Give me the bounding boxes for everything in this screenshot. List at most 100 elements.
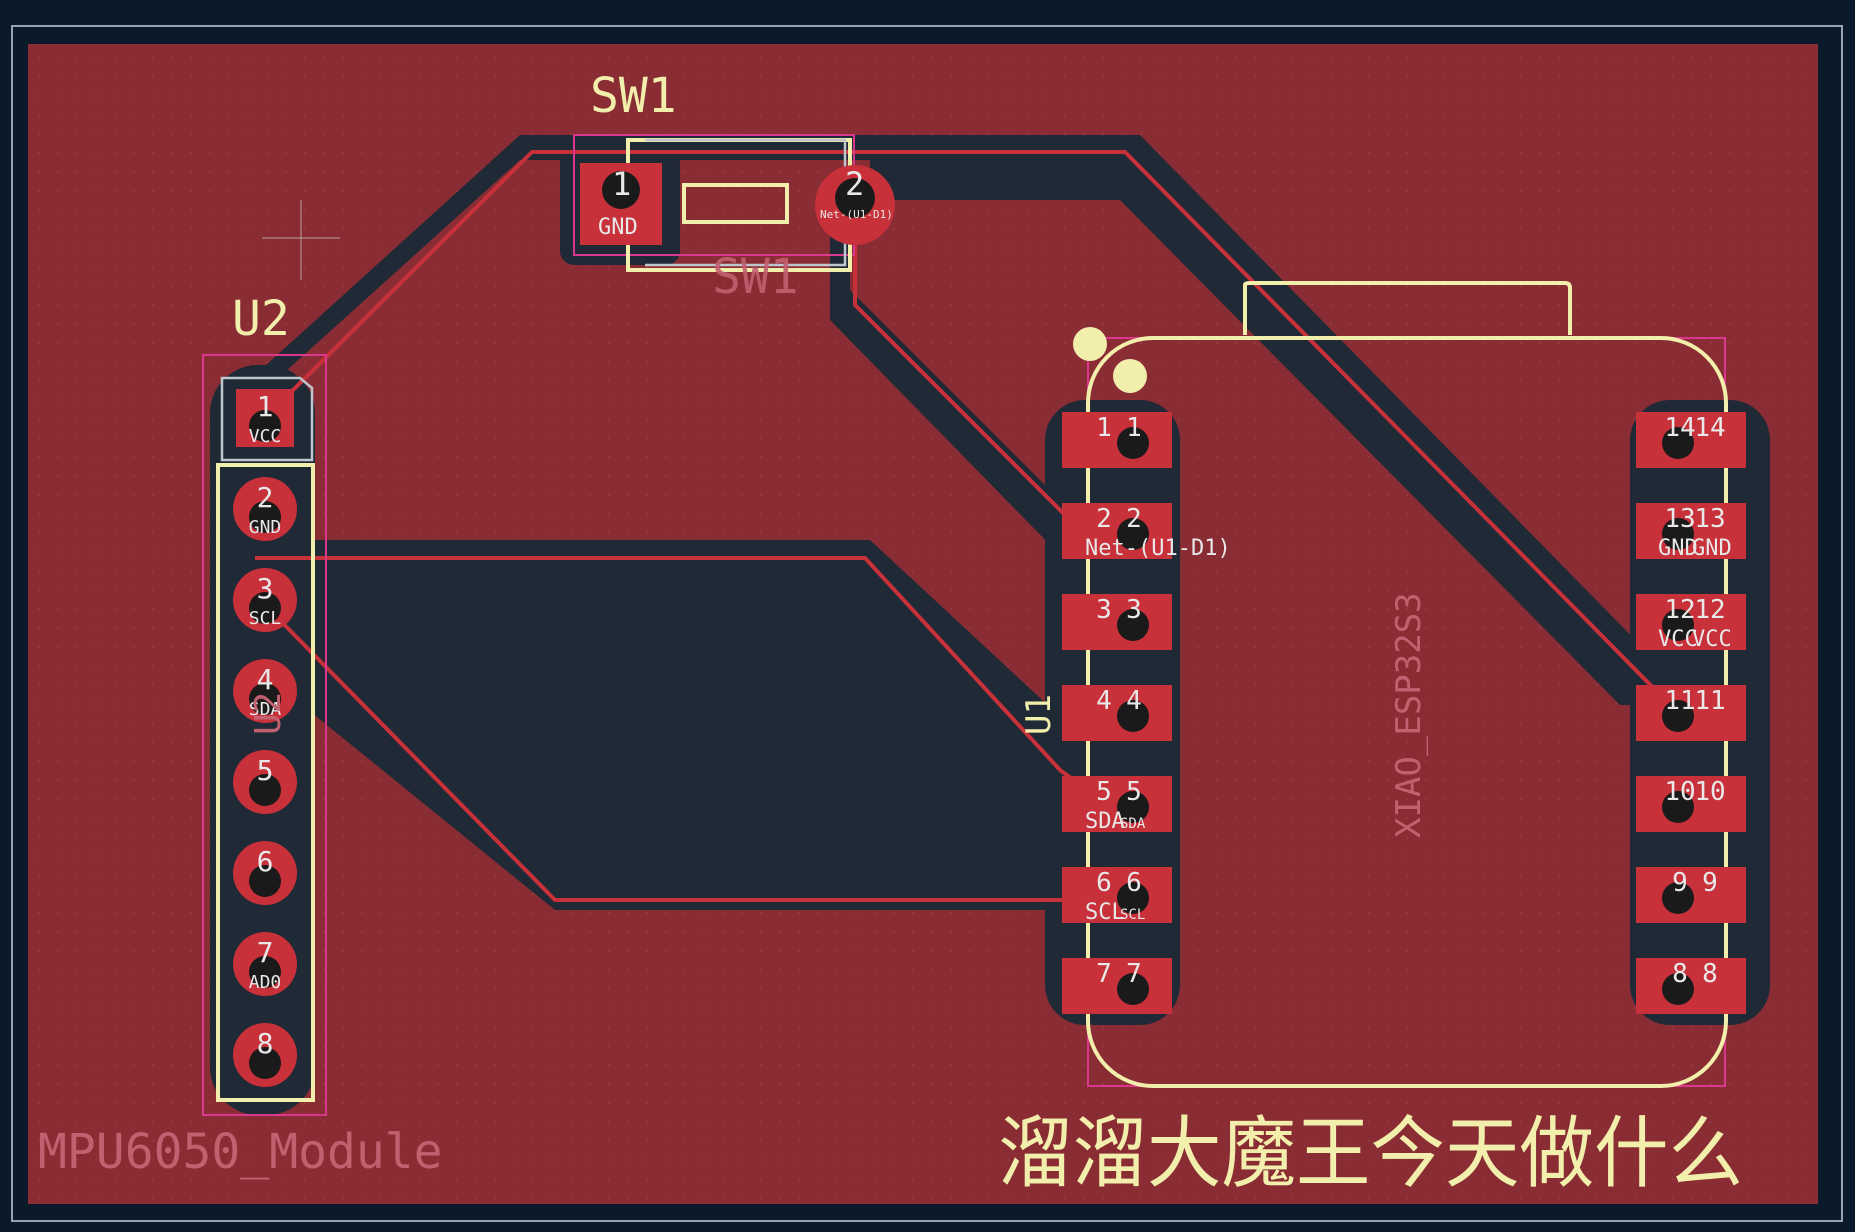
u1-drill [1117, 609, 1149, 641]
u2-pin-net: AD0 [249, 972, 282, 993]
sw1-drill-1 [602, 171, 640, 209]
board-silkscreen-text: 溜溜大魔王今天做什么 [998, 1109, 1743, 1199]
u1-pad-3[interactable] [1062, 594, 1172, 650]
u2-pin-net: SDA [249, 699, 282, 720]
u1-pin-number: 3 [1096, 595, 1112, 625]
u1-pad-2[interactable] [1062, 503, 1172, 559]
u1-drill [1662, 882, 1694, 914]
u1-drill [1117, 700, 1149, 732]
u1-pin-net: GND [1658, 536, 1698, 561]
u1-pin-net: VCC [1658, 627, 1698, 652]
u1-pin-number-alt: 10 [1694, 777, 1725, 807]
u1-pin-net: Net-(U1-D1) [1085, 536, 1231, 561]
u1-pin-number-alt: 3 [1126, 595, 1142, 625]
u2-pin-number: 2 [257, 481, 274, 514]
u1-pin-number: 2 [1096, 504, 1112, 534]
sw1-fab-reference: SW1 [712, 249, 799, 305]
sw1-pad2-number: 2 [845, 165, 864, 203]
u1-pin-number-alt: 12 [1694, 595, 1725, 625]
u1-pin-number: 11 [1664, 686, 1695, 716]
u1-pin-number: 10 [1664, 777, 1695, 807]
u1-pin-number-alt: 1 [1126, 413, 1142, 443]
u1-pad-7[interactable] [1062, 958, 1172, 1014]
u1-pin-number-alt: 4 [1126, 686, 1142, 716]
u1-pin-number: 5 [1096, 777, 1112, 807]
u1-drill [1662, 973, 1694, 1005]
u2-pin-number: 6 [257, 845, 274, 878]
u1-pin-number-alt: 5 [1126, 777, 1142, 807]
u1-pin-net-alt: VCC [1692, 627, 1732, 652]
u1-pin-net-alt: GND [1692, 536, 1732, 561]
u1-pin-number: 7 [1096, 959, 1112, 989]
u2-drill [249, 592, 281, 624]
u2-drill [249, 774, 281, 806]
u2-fab-reference: U2 [248, 692, 289, 735]
u1-drill [1662, 518, 1694, 550]
u1-pin-number: 6 [1096, 868, 1112, 898]
u2-pin-net: VCC [249, 426, 282, 447]
u1-pin-number-alt: 14 [1694, 413, 1725, 443]
sw1-pad1-number: 1 [612, 165, 631, 203]
u1-pin-net-alt: SCL [1120, 907, 1145, 923]
u1-pin-number-alt: 2 [1126, 504, 1142, 534]
u1-pin-number-alt: 7 [1126, 959, 1142, 989]
u1-drill [1662, 700, 1694, 732]
u1-pin-net: SCL [1085, 900, 1125, 925]
u1-pin-number-alt: 13 [1694, 504, 1725, 534]
u1-reference: U1 [1019, 694, 1059, 735]
u2-drill [249, 501, 281, 533]
u2-pin-number: 5 [257, 754, 274, 787]
sw1-drill-2 [835, 178, 875, 218]
pin1-marker [1113, 359, 1147, 393]
trace-scl [263, 603, 1120, 902]
u2-pin-number: 7 [257, 936, 274, 969]
u1-pin-number: 12 [1664, 595, 1695, 625]
u1-drill [1117, 791, 1149, 823]
cursor-crosshair [262, 200, 340, 280]
u1-drill [1662, 427, 1694, 459]
sw1-pads[interactable] [580, 163, 895, 245]
u1-drill [1662, 791, 1694, 823]
pin1-marker [1073, 327, 1107, 361]
u1-pin-number: 9 [1672, 868, 1688, 898]
u1-drill [1117, 518, 1149, 550]
u1-pin-number-alt: 11 [1694, 686, 1725, 716]
u1-pin-net: SDA [1085, 809, 1125, 834]
sw1-pad1-net: GND [598, 215, 638, 240]
u1-pin-number-alt: 9 [1702, 868, 1718, 898]
u1-pad-4[interactable] [1062, 685, 1172, 741]
u2-pin-number: 8 [257, 1027, 274, 1060]
sw1-pad2-net: Net-(U1-D1) [820, 208, 893, 221]
u1-pin-number-alt: 8 [1702, 959, 1718, 989]
u2-pin-net: GND [249, 517, 282, 538]
u2-drill [249, 683, 281, 715]
u1-pad-6[interactable] [1062, 867, 1172, 923]
u2-pin-number: 4 [257, 663, 274, 696]
u1-pin-net-alt: SDA [1120, 816, 1146, 832]
u1-pad-1[interactable] [1062, 412, 1172, 468]
u2-drill [249, 1047, 281, 1079]
u1-pad-5[interactable] [1062, 776, 1172, 832]
u2-reference: U2 [232, 291, 290, 347]
u2-pin-number: 3 [257, 572, 274, 605]
u1-pin-number: 14 [1664, 413, 1695, 443]
u2-pin-net: SCL [249, 608, 282, 629]
u1-drill [1117, 882, 1149, 914]
sw1-reference: SW1 [590, 68, 677, 124]
u1-drill [1662, 609, 1694, 641]
u1-value: XIAO_ESP32S3 [1389, 592, 1429, 838]
u1-drill [1117, 427, 1149, 459]
u1-pin-number: 13 [1664, 504, 1695, 534]
u1-pin-number: 1 [1096, 413, 1112, 443]
u2-drill [249, 865, 281, 897]
u2-value: MPU6050_Module [38, 1124, 443, 1180]
u2-drill [249, 956, 281, 988]
board-edge-cuts [11, 25, 1843, 1222]
u1-drill [1117, 973, 1149, 1005]
u1-pin-number: 8 [1672, 959, 1688, 989]
u2-pin-number: 1 [257, 390, 274, 423]
